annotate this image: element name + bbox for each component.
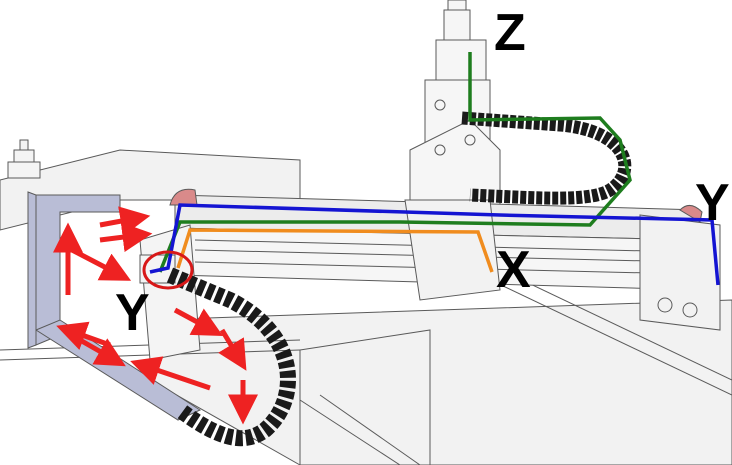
gantry-end-cap-right [679,205,703,223]
arrow-icon [218,328,247,371]
axis-label-y-left: Y [115,284,150,342]
cable-route-arrows [53,206,258,425]
axis-label-x: X [496,241,531,299]
gantry-end-cap-left [169,188,198,206]
x-gantry [174,194,701,301]
y-carriage-right [639,214,721,331]
axis-label-z: Z [494,4,526,62]
cable-chain-y [166,267,296,447]
cable-path-green [158,52,632,273]
cable-path-orange [176,228,494,273]
cable-entry-highlight [142,250,194,290]
arrow-icon [130,356,211,391]
arrow-icon [173,307,223,336]
stepper-motor-icon [7,139,41,179]
axis-label-y-right: Y [695,174,730,232]
arrow-icon [56,321,111,351]
arrow-icon [70,247,132,281]
arrow-icon [99,206,151,236]
cable-chain-z [461,111,632,205]
cable-path-blue [149,203,720,286]
arrow-icon [99,222,153,253]
